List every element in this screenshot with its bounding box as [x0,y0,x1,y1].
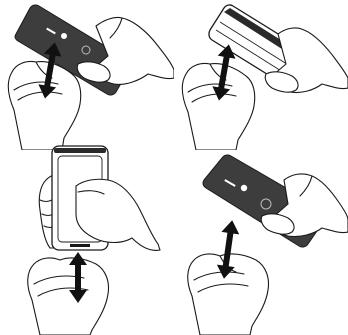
panel-bottom-left [0,140,174,335]
panel-bottom-right [174,140,348,335]
upper-hand-icon [75,178,161,251]
upper-hand-icon [76,16,174,85]
double-arrow-icon [212,44,236,101]
double-arrow-icon [216,220,240,279]
upper-hand-icon [264,27,348,94]
panel-top-right [174,0,348,150]
lower-hand-icon [27,257,110,335]
lower-hand-icon [187,253,270,335]
panel-top-left [0,0,174,150]
upper-hand-icon [260,173,348,238]
double-arrow-icon [38,42,62,99]
double-arrow-icon [69,252,87,303]
lower-hand-icon [7,60,82,150]
lower-hand-icon [181,62,256,150]
